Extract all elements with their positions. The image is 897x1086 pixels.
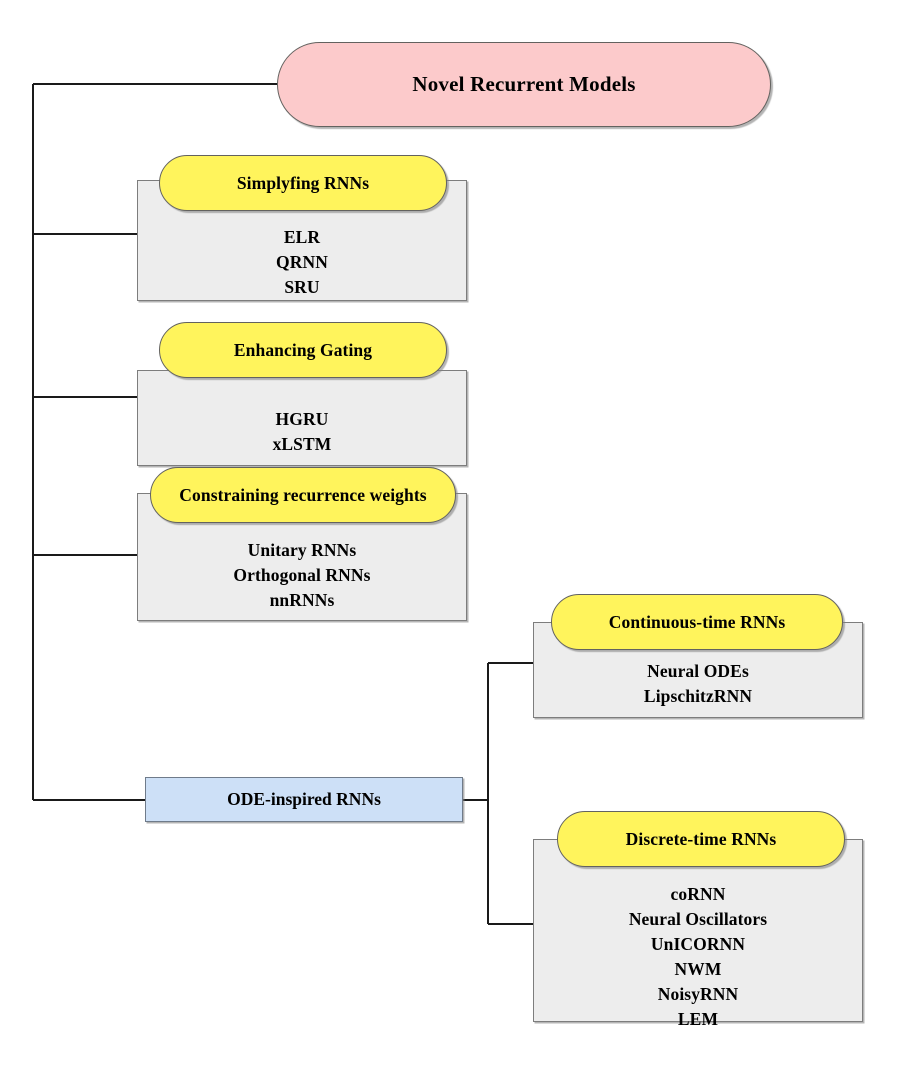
- list-item: NoisyRNN: [657, 984, 739, 1004]
- node-enhancing-gating[interactable]: Enhancing Gating: [159, 322, 447, 378]
- list-item: LipschitzRNN: [643, 686, 753, 706]
- panel-items-constraining: Unitary RNNs Orthogonal RNNs nnRNNs: [138, 538, 466, 613]
- list-item: nnRNNs: [269, 590, 335, 610]
- node-label-constraining: Constraining recurrence weights: [179, 484, 427, 505]
- list-item: coRNN: [670, 884, 726, 904]
- list-item: ELR: [283, 227, 321, 247]
- node-label-simplyfing: Simplyfing RNNs: [236, 172, 370, 193]
- list-item: Neural Oscillators: [628, 909, 768, 929]
- list-item: NWM: [674, 959, 722, 979]
- node-ode-inspired-rnns[interactable]: ODE-inspired RNNs: [145, 777, 463, 822]
- panel-enhancing-gating: HGRU xLSTM: [137, 370, 467, 466]
- node-label-enhancing: Enhancing Gating: [233, 339, 373, 360]
- node-simplyfing-rnns[interactable]: Simplyfing RNNs: [159, 155, 447, 211]
- list-item: LEM: [677, 1009, 719, 1029]
- node-constraining-recurrence-weights[interactable]: Constraining recurrence weights: [150, 467, 456, 523]
- node-novel-recurrent-models[interactable]: Novel Recurrent Models: [277, 42, 771, 127]
- node-label-continuous: Continuous-time RNNs: [608, 611, 786, 632]
- list-item: Unitary RNNs: [247, 540, 357, 560]
- list-item: Neural ODEs: [647, 661, 749, 681]
- node-label-root: Novel Recurrent Models: [412, 72, 636, 96]
- list-item: QRNN: [276, 252, 328, 272]
- panel-items-simplyfing: ELR QRNN SRU: [138, 225, 466, 300]
- node-continuous-time-rnns[interactable]: Continuous-time RNNs: [551, 594, 843, 650]
- node-label-discrete: Discrete-time RNNs: [625, 828, 777, 849]
- list-item: UnICORNN: [650, 934, 746, 954]
- panel-discrete-time-rnns: coRNN Neural Oscillators UnICORNN NWM No…: [533, 839, 863, 1029]
- list-item: HGRU: [275, 409, 329, 429]
- list-item: Orthogonal RNNs: [233, 565, 371, 585]
- panel-items-discrete: coRNN Neural Oscillators UnICORNN NWM No…: [534, 882, 862, 1032]
- node-discrete-time-rnns[interactable]: Discrete-time RNNs: [557, 811, 845, 867]
- node-label-ode: ODE-inspired RNNs: [227, 789, 381, 809]
- list-item: xLSTM: [272, 434, 332, 454]
- panel-items-continuous: Neural ODEs LipschitzRNN: [534, 659, 862, 709]
- list-item: SRU: [284, 277, 320, 297]
- panel-items-enhancing: HGRU xLSTM: [138, 407, 466, 457]
